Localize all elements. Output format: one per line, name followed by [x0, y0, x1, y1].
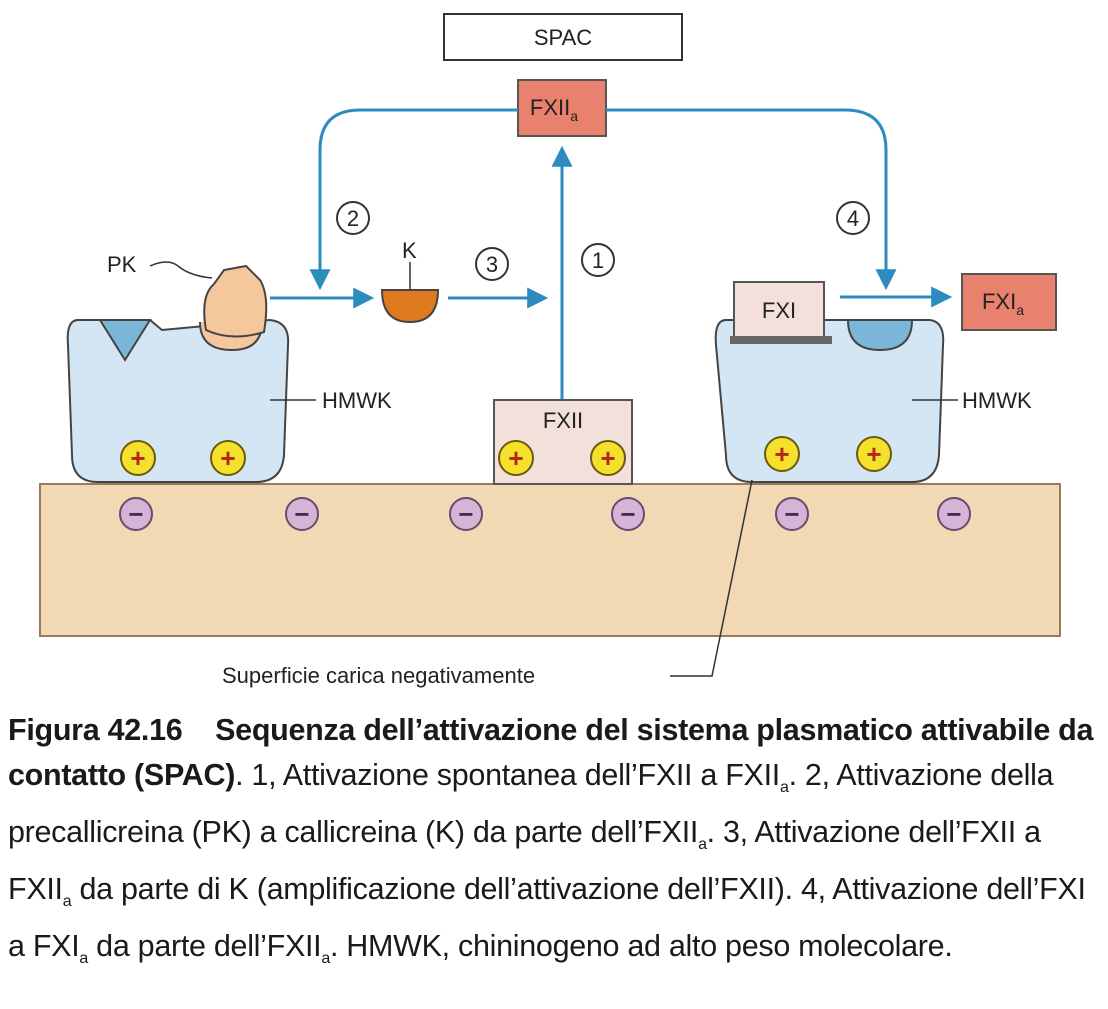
negative-surface: [39, 483, 1061, 637]
svg-text:+: +: [600, 443, 615, 473]
svg-text:−: −: [784, 499, 799, 529]
minus-charge: −: [119, 497, 153, 531]
minus-charge: −: [611, 497, 645, 531]
caption-text: . 1, Attivazione spontanea dell’FXII a F…: [235, 758, 780, 792]
hmwk-right-label: HMWK: [962, 388, 1032, 413]
fxi-label: FXI: [762, 298, 796, 323]
svg-text:+: +: [866, 439, 881, 469]
caption-text: da parte dell’FXII: [88, 929, 322, 964]
spac-title: SPAC: [534, 25, 592, 50]
svg-text:−: −: [620, 499, 635, 529]
pk-label: PK: [107, 252, 137, 277]
svg-text:+: +: [130, 443, 145, 473]
svg-text:+: +: [508, 443, 523, 473]
svg-text:2: 2: [347, 206, 359, 231]
svg-text:+: +: [220, 443, 235, 473]
minus-charge: −: [937, 497, 971, 531]
surface-label: Superficie carica negativamente: [222, 663, 535, 688]
step1-marker: 1: [581, 243, 615, 277]
caption-text: da parte di K (amplificazione dell’attiv…: [8, 872, 1086, 964]
plus-charge: +: [856, 436, 892, 472]
spac-title-box: [443, 13, 683, 61]
svg-text:−: −: [294, 499, 309, 529]
caption-text: . HMWK, chininogeno ad alto peso molecol…: [329, 929, 953, 964]
fxiia-box: [517, 79, 607, 137]
svg-text:1: 1: [592, 248, 604, 273]
plus-charge: +: [498, 440, 534, 476]
plus-charge: +: [120, 440, 156, 476]
k-kallikrein: [380, 289, 440, 324]
hmwk-left-notch: [98, 319, 152, 362]
caption-subscript: a: [62, 893, 72, 911]
hmwk-left-molecule: [66, 318, 290, 483]
fxi-base: [730, 336, 832, 344]
figure-caption: Figura 42.16 Sequenza dell’attivazione d…: [8, 708, 1098, 981]
fxii-label: FXII: [543, 408, 583, 433]
pk-leader-line: [149, 261, 213, 279]
svg-text:−: −: [458, 499, 473, 529]
hmwk-right-molecule: [714, 319, 945, 483]
minus-charge: −: [449, 497, 483, 531]
minus-charge: −: [285, 497, 319, 531]
step4-marker: 4: [836, 201, 870, 235]
caption-subscript: a: [698, 836, 707, 854]
figure-number: Figura 42.16: [8, 713, 183, 747]
caption-subscript: a: [79, 950, 88, 968]
caption-text: . 2, Attivazione della precallicreina (P…: [8, 758, 1054, 850]
plus-charge: +: [590, 440, 626, 476]
arrow-step4: [606, 108, 897, 291]
caption-text: . 3, Attivazione dell’FXII a FXII: [8, 815, 1041, 907]
figure-title: Sequenza dell’attivazione del sistema pl…: [8, 713, 1094, 792]
hmwk-left-label: HMWK: [322, 388, 392, 413]
step3-marker: 3: [475, 247, 509, 281]
svg-text:3: 3: [486, 252, 498, 277]
pk-prekallikrein: [203, 264, 268, 338]
spac-diagram: SPAC FXIIa 2 4 1 3 PK K HMWK FXII H: [39, 13, 1061, 688]
minus-charge: −: [775, 497, 809, 531]
hmwk-right-pocket: [846, 319, 914, 352]
svg-text:4: 4: [847, 206, 859, 231]
fxia-label: FXIa: [982, 289, 1024, 318]
fxia-box: [961, 273, 1057, 331]
svg-text:−: −: [946, 499, 961, 529]
fxi-box: [733, 281, 825, 339]
step2-marker: 2: [336, 201, 370, 235]
k-label: K: [402, 238, 417, 263]
caption-subscript: a: [321, 950, 330, 968]
plus-charge: +: [764, 436, 800, 472]
surface-leader-line: [670, 479, 753, 677]
caption-subscript: a: [779, 779, 789, 797]
arrow-step2: [309, 108, 518, 291]
fxiia-label: FXIIa: [530, 95, 578, 124]
plus-charge: +: [210, 440, 246, 476]
svg-text:+: +: [774, 439, 789, 469]
svg-text:−: −: [128, 499, 143, 529]
